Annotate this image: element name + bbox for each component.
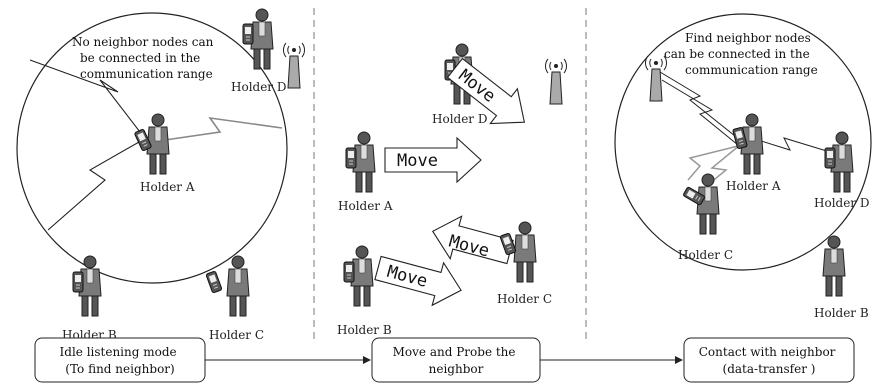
right-caption: Find neighbor nodes can be connected in … bbox=[664, 31, 818, 77]
holder-a-label: Holder A bbox=[726, 179, 781, 193]
lightning-link-icon bbox=[47, 137, 147, 231]
holder-c-label: Holder C bbox=[209, 328, 264, 342]
lightning-link-icon bbox=[164, 116, 283, 141]
holder-b-label: Holder B bbox=[814, 306, 869, 320]
holder-b-person-icon bbox=[822, 235, 846, 297]
lightning-link-icon bbox=[703, 144, 741, 189]
lightning-link-icon bbox=[661, 79, 739, 146]
move-arrow-diagonal-down: Move bbox=[374, 255, 462, 307]
holder-b-label: Holder B bbox=[337, 323, 392, 337]
lightning-link-icon bbox=[659, 71, 741, 141]
communication-range-circle bbox=[16, 12, 288, 284]
antenna-icon bbox=[544, 58, 568, 105]
svg-text:Move: Move bbox=[397, 151, 438, 171]
left-panel: No neighbor nodes can be connected in th… bbox=[16, 8, 306, 342]
flow-step-contact: Contact with neighbor (data-transfer ) bbox=[683, 337, 855, 383]
holder-c-label: Holder C bbox=[678, 248, 733, 262]
phone-icon bbox=[242, 23, 254, 45]
holder-c-label: Holder C bbox=[497, 292, 552, 306]
holder-d-label: Holder D bbox=[231, 80, 286, 94]
holder-c-person-icon bbox=[513, 221, 537, 283]
svg-text:Idle listening mode (To: Idle listening mode (To find neighbor) bbox=[60, 345, 181, 376]
holder-a-label: Holder A bbox=[338, 199, 393, 213]
lightning-link-icon bbox=[757, 137, 831, 153]
phone-icon bbox=[345, 147, 357, 169]
holder-d-label: Holder D bbox=[432, 112, 487, 126]
flow-step-idle: Idle listening mode (To find neighbor) bbox=[34, 337, 206, 383]
holder-d-label: Holder D bbox=[814, 196, 869, 210]
phone-icon bbox=[205, 270, 223, 294]
antenna-icon bbox=[644, 55, 668, 102]
phone-icon bbox=[824, 147, 836, 169]
right-panel: Find neighbor nodes can be connected in … bbox=[614, 13, 872, 320]
lightning-link-icon bbox=[29, 59, 141, 133]
holder-d-person-icon bbox=[250, 8, 274, 70]
holder-c-person-icon bbox=[226, 255, 250, 317]
svg-text:Move and Probe the neigh: Move and Probe the neighbor bbox=[393, 345, 520, 376]
flow-step-move-probe: Move and Probe the neighbor bbox=[371, 337, 541, 383]
phone-icon bbox=[343, 261, 355, 283]
phone-icon bbox=[72, 271, 84, 293]
communication-range-circle bbox=[614, 13, 872, 271]
holder-a-label: Holder A bbox=[140, 180, 195, 194]
move-arrow-right: Move bbox=[384, 136, 482, 184]
left-caption: No neighbor nodes can be connected in th… bbox=[72, 35, 217, 81]
antenna-icon bbox=[282, 42, 306, 89]
svg-text:Contact with neighbor (d: Contact with neighbor (data-transfer ) bbox=[699, 345, 840, 376]
lightning-link-icon bbox=[687, 145, 739, 181]
middle-panel: Holder D Move Holder A Move Move Holder … bbox=[337, 43, 568, 337]
